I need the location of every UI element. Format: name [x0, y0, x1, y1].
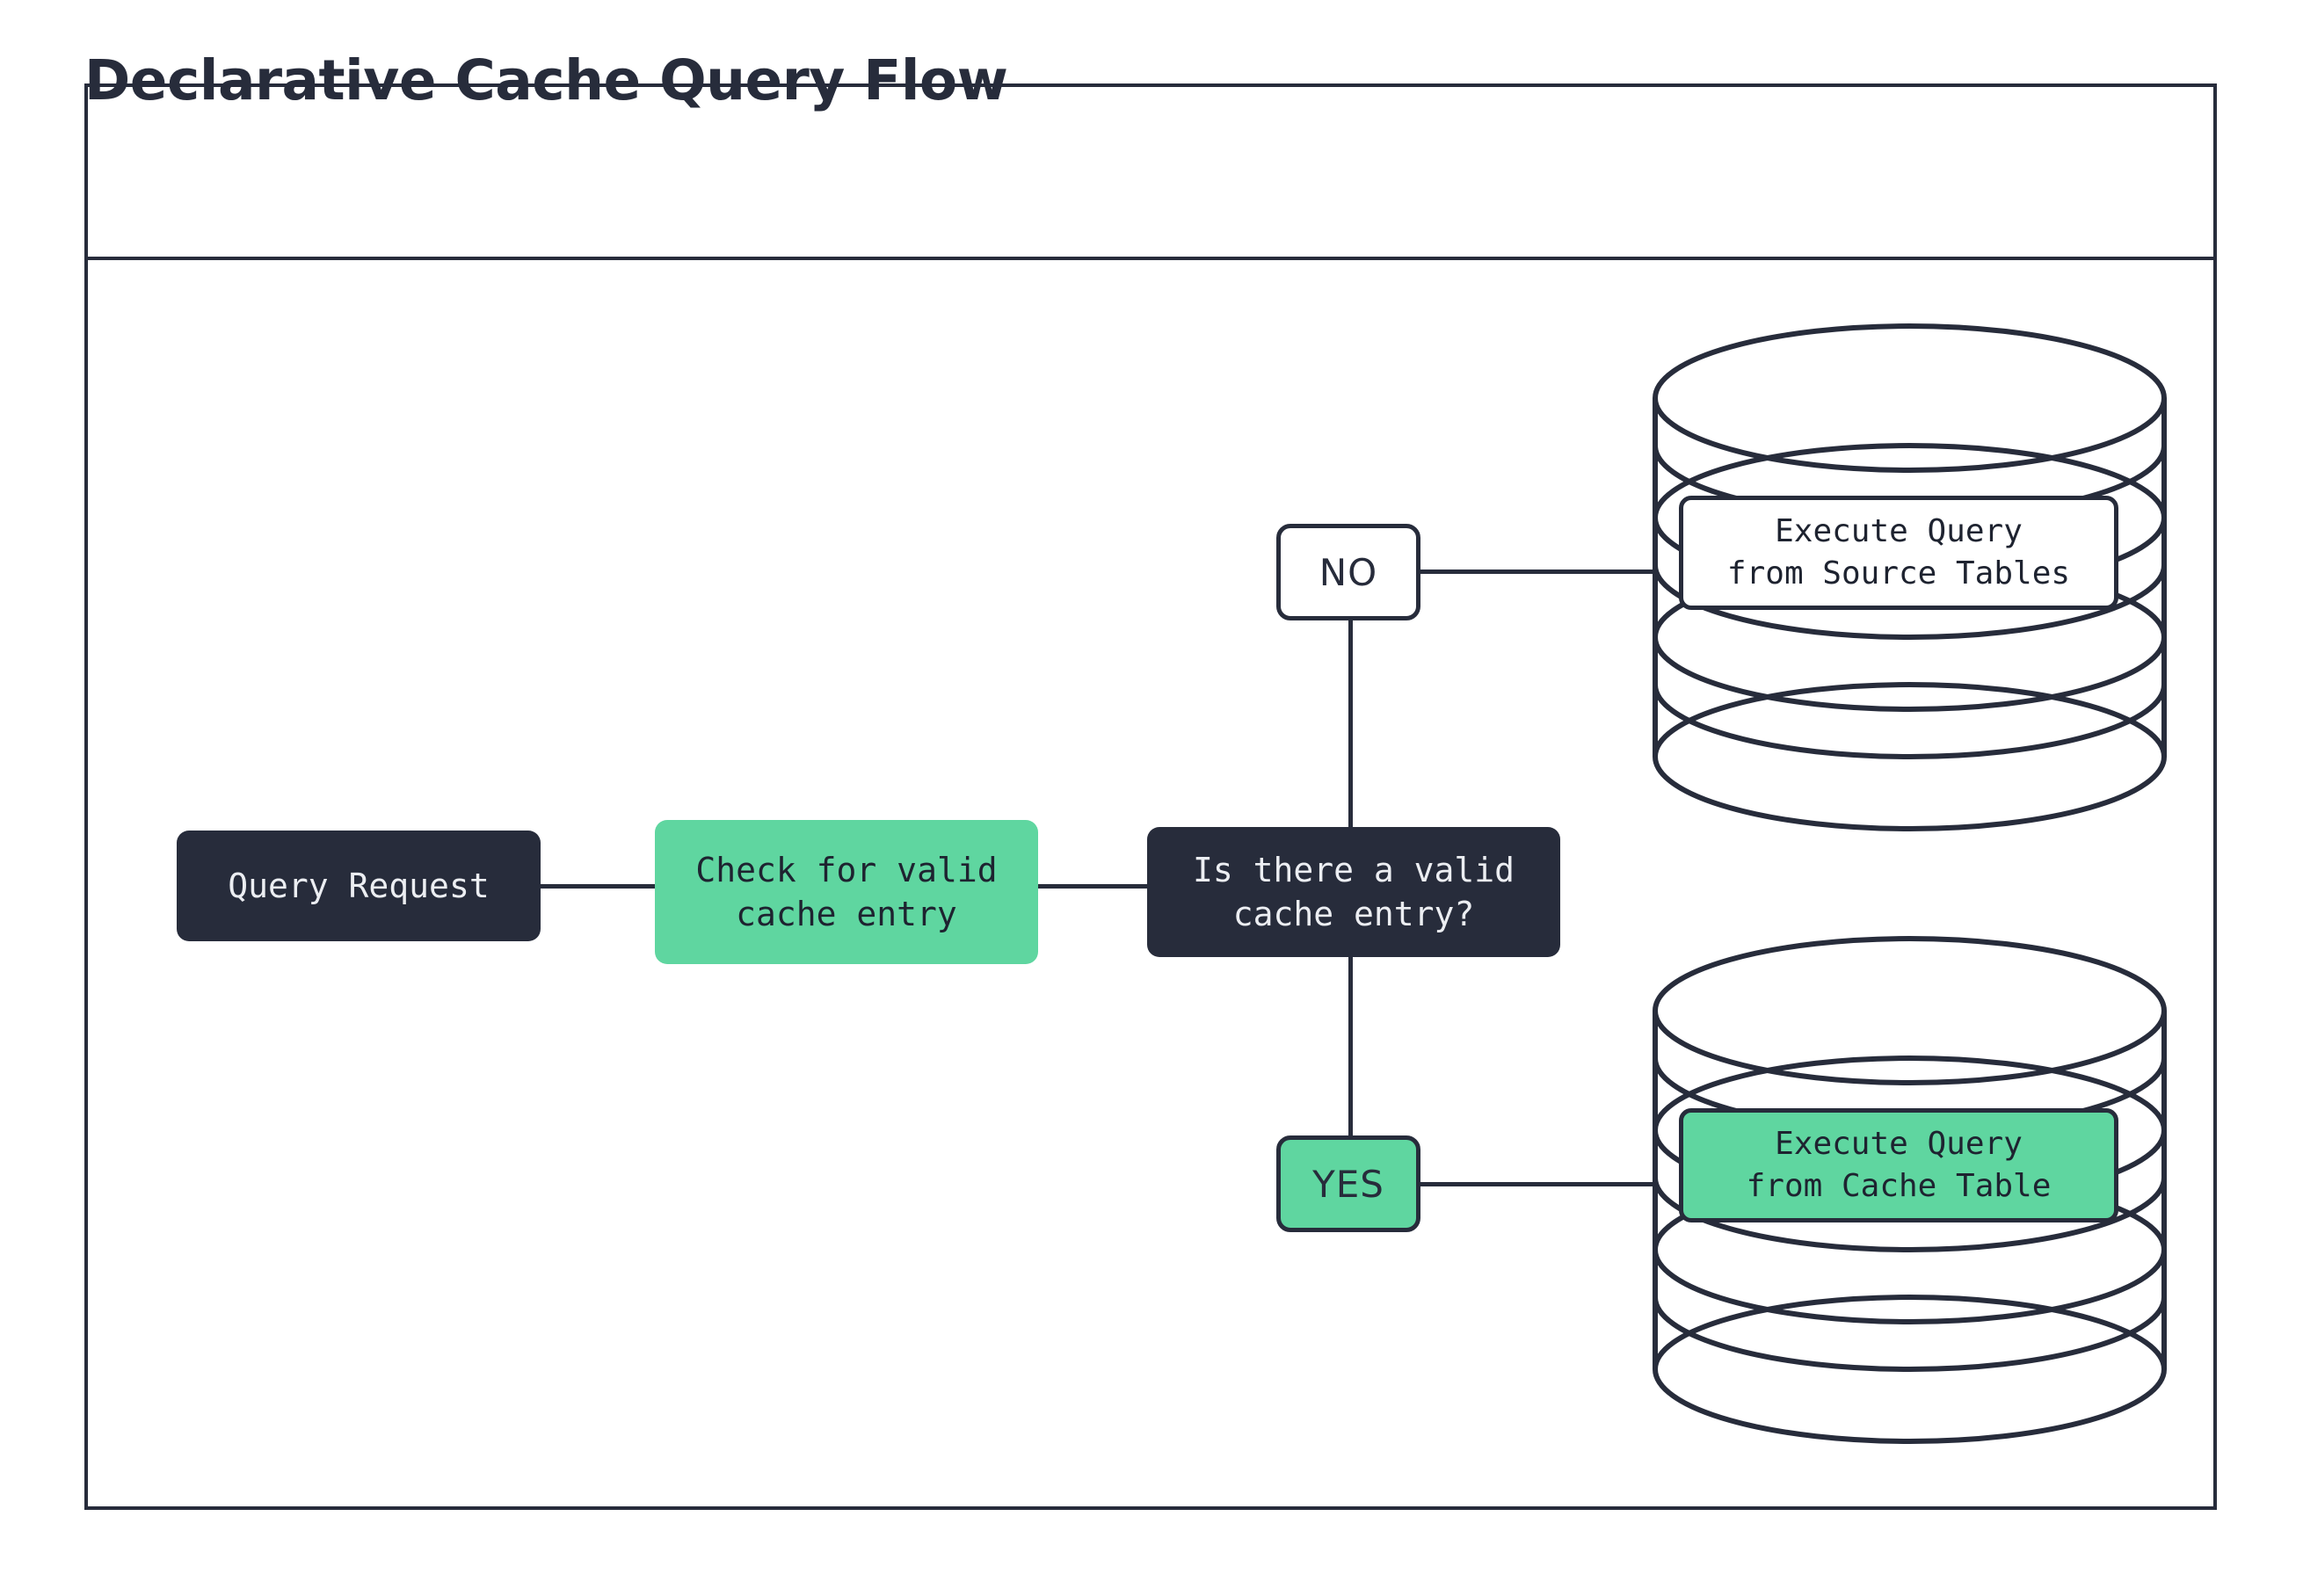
database-cylinder-icon [1653, 323, 2167, 831]
connector-yes-to-cache-db [1418, 1182, 1657, 1186]
node-check-cache-entry[interactable]: Check for valid cache entry [655, 820, 1038, 964]
connector-no-to-source-db [1418, 569, 1657, 574]
diagram-frame [84, 83, 2217, 1510]
edge-label-yes[interactable]: YES [1276, 1135, 1420, 1232]
database-cache-table-label: Execute Query from Cache Table [1679, 1108, 2118, 1222]
page-title: Declarative Cache Query Flow [84, 48, 1008, 112]
node-query-request[interactable]: Query Request [177, 831, 541, 941]
connector-check-to-decision [1035, 884, 1150, 889]
database-cache-table[interactable]: Execute Query from Cache Table [1653, 936, 2167, 1444]
database-source-tables-label: Execute Query from Source Tables [1679, 496, 2118, 610]
connector-decision-to-no [1348, 620, 1353, 838]
connector-decision-to-yes [1348, 951, 1353, 1137]
database-source-tables[interactable]: Execute Query from Source Tables [1653, 323, 2167, 831]
edge-label-no[interactable]: NO [1276, 524, 1420, 620]
node-decision-valid-cache[interactable]: Is there a valid cache entry? [1147, 827, 1560, 957]
connector-request-to-check [540, 884, 657, 889]
title-bar [88, 87, 2213, 260]
